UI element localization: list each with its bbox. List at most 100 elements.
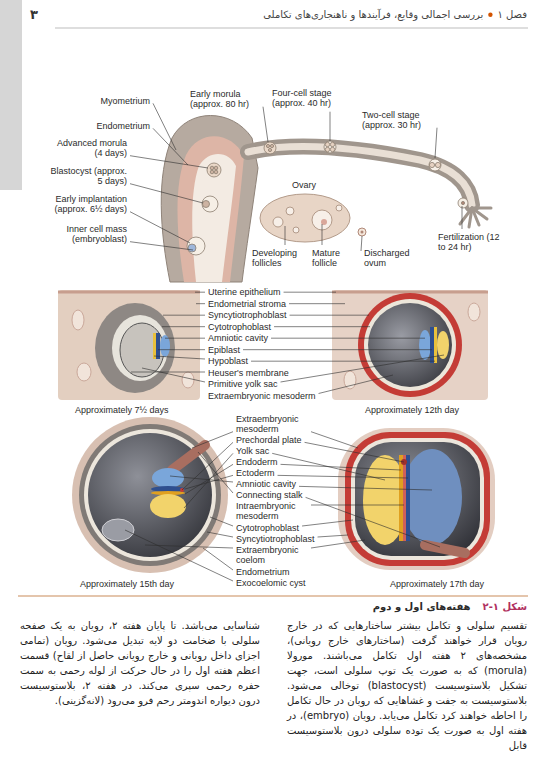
embryo-17-days — [351, 438, 484, 560]
uterus-tube-ovary — [178, 136, 245, 282]
leader-line — [198, 452, 233, 493]
figure-number: شکل ۱-۲ — [483, 601, 527, 613]
leader-line — [142, 368, 205, 382]
leader-line — [170, 476, 233, 482]
part-label: Heuser's membrane — [208, 368, 289, 378]
part-label: Epiblast — [208, 345, 240, 355]
implantation-7-days — [112, 315, 168, 381]
uterus-tube-ovary — [469, 208, 472, 227]
cleavage-stages — [210, 170, 214, 174]
uterus-tube-ovary — [248, 147, 472, 205]
embryo-17-days — [399, 455, 403, 541]
uterus-tube-ovary — [161, 116, 258, 283]
embryo-15-days — [72, 417, 228, 573]
stage-caption: Approximately 7½ days — [75, 405, 169, 415]
uterus-tube-ovary — [192, 154, 236, 282]
uterus-tube-ovary — [161, 116, 491, 283]
part-label: Uterine epithelium — [208, 287, 281, 297]
implantation-7-days — [95, 303, 175, 393]
leader-line — [182, 442, 233, 490]
part-label: Endometrium — [236, 567, 290, 577]
implantation-12-days — [437, 331, 449, 359]
leader-line — [281, 355, 444, 382]
leader-line — [274, 326, 370, 327]
part-label: Yolk sac — [236, 446, 269, 456]
stage-label: Two-cell stage (approx. 30 hr) — [362, 110, 434, 131]
chapter-title: بررسی اجمالی وقایع، فرآیندها و ناهنجاری‌… — [263, 9, 483, 21]
stage-caption: Approximately 15th day — [80, 579, 174, 589]
leader-lines — [125, 103, 462, 581]
leader-line — [130, 212, 190, 243]
implantation-12-days — [358, 293, 462, 397]
leader-line — [281, 464, 401, 470]
implantation-12-days — [468, 303, 480, 321]
leader-line — [130, 184, 203, 203]
part-label: Extraembryonic mesoderm — [208, 391, 316, 401]
leader-line — [185, 475, 233, 489]
part-label: Ectoderm — [236, 468, 275, 478]
cleavage-stages — [203, 201, 210, 208]
uterus-tube-ovary — [248, 147, 472, 205]
part-label: Syncytiotrophoblast — [236, 534, 315, 544]
part-label: Amniotic cavity — [236, 479, 296, 489]
cleavage-stages — [268, 148, 271, 151]
embryo-17-days — [338, 428, 495, 570]
cleavage-stages — [270, 144, 273, 147]
part-label: Mature follicle — [312, 248, 358, 269]
stage-caption: Approximately 12th day — [365, 405, 459, 415]
embryo-17-days — [425, 545, 465, 553]
implantation-12-days — [430, 327, 434, 363]
uterus-tube-ovary — [336, 205, 342, 211]
leader-line — [158, 349, 205, 350]
part-label: Intraembryonic mesoderm — [236, 501, 308, 522]
leader-line — [302, 520, 353, 526]
embryo-15-days — [88, 433, 212, 557]
leader-line — [311, 505, 404, 506]
leader-line — [192, 432, 233, 448]
leader-line — [271, 338, 425, 339]
leader-line — [163, 315, 205, 316]
leader-line — [154, 356, 205, 359]
leader-line — [462, 206, 463, 229]
cleavage-stages — [325, 147, 329, 151]
stage-label: Early implantation (approx. 6½ days) — [43, 194, 127, 215]
cleavage-stages — [330, 147, 334, 151]
cleavage-stages — [264, 142, 276, 154]
uterus-tube-ovary — [472, 208, 487, 219]
stage-caption: Approximately 17th day — [390, 579, 484, 589]
implantation-7-days — [58, 290, 200, 400]
leader-line — [210, 517, 233, 526]
organ-label: Ovary — [292, 180, 316, 190]
implantation-12-days — [332, 290, 488, 400]
implantation-7-days — [58, 291, 200, 294]
part-label: Prechordal plate — [236, 435, 302, 445]
page-frame — [0, 0, 528, 596]
embryo-17-days — [338, 428, 495, 570]
page-number: ۳ — [30, 8, 38, 23]
embryo-17-days — [402, 449, 462, 545]
part-label: Hypoblast — [208, 356, 248, 366]
stage-label: Early morula (approx. 80 hr) — [190, 89, 260, 110]
implantation-12-days — [419, 330, 431, 360]
uterus-tube-ovary — [361, 231, 364, 234]
uterus-tube-ovary — [273, 217, 283, 227]
part-label: Syncytiotrophoblast — [208, 310, 287, 320]
leader-line — [203, 548, 233, 570]
leader-line — [290, 315, 369, 316]
page-frame — [18, 595, 528, 596]
leader-line — [361, 236, 362, 251]
leader-line — [289, 303, 345, 304]
embryo-17-days — [406, 455, 410, 541]
part-label: Cytotrophoblast — [236, 523, 299, 533]
leader-line — [306, 497, 440, 547]
leader-line — [207, 532, 233, 537]
uterus-tube-ovary — [472, 207, 491, 210]
cleavage-stages — [435, 162, 440, 167]
implantation-7-days — [153, 333, 156, 359]
part-label: Connecting stalk — [236, 490, 303, 500]
leader-line — [263, 107, 268, 142]
cleavage-stages — [187, 141, 468, 255]
part-label: Discharged ovum — [364, 248, 419, 269]
stage-label: Fertilization (12 to 24 hr) — [438, 232, 508, 253]
